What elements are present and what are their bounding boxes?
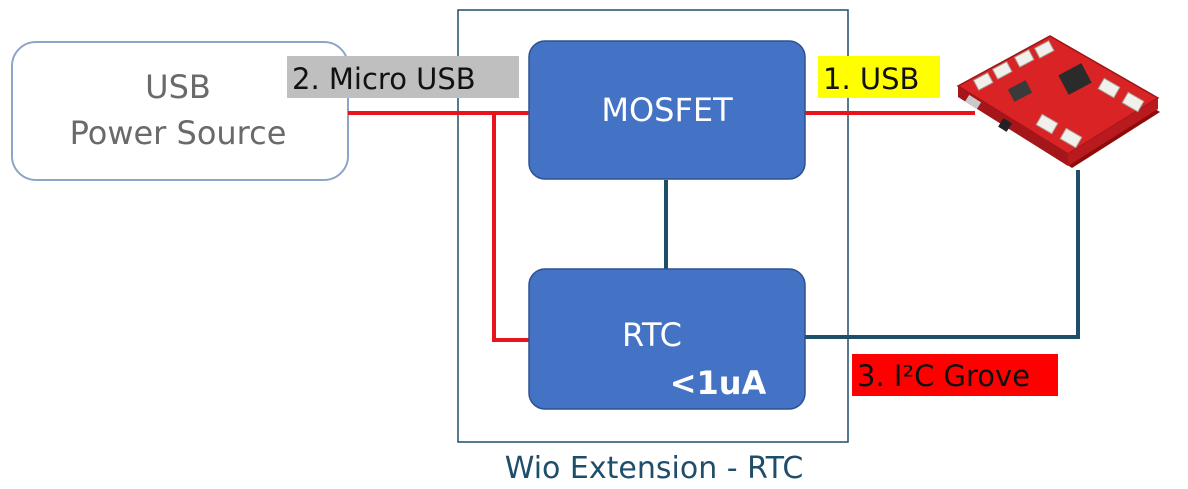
board-edge-right bbox=[1068, 98, 1158, 166]
i2c-highlight bbox=[852, 354, 1058, 396]
wio-lte-board-icon bbox=[956, 35, 1160, 168]
signal-wires bbox=[664, 170, 1080, 339]
power-source-line2: Power Source bbox=[70, 114, 287, 152]
board-usb-port bbox=[964, 94, 982, 110]
power-wire-branch bbox=[492, 113, 530, 342]
usb-highlight bbox=[818, 56, 940, 98]
mosfet-label: MOSFET bbox=[601, 91, 733, 129]
rtc-block bbox=[528, 268, 806, 410]
rtc-current-label: <1uA bbox=[670, 364, 767, 402]
extension-title: Wio Extension - RTC bbox=[505, 451, 804, 486]
grove-connectors bbox=[972, 40, 1145, 149]
board-edge bbox=[958, 86, 1068, 166]
usb-label: 1. USB bbox=[823, 62, 919, 96]
power-wires bbox=[348, 111, 975, 342]
rtc-label: RTC bbox=[622, 316, 682, 354]
micro-usb-highlight bbox=[287, 56, 519, 98]
board-jack bbox=[998, 118, 1012, 132]
i2c-label: 3. I²C Grove bbox=[857, 359, 1030, 393]
signal-wire-i2c bbox=[805, 170, 1080, 339]
extension-outline bbox=[457, 9, 849, 443]
board-module bbox=[1007, 80, 1033, 102]
mosfet-block bbox=[528, 40, 806, 180]
board-chip bbox=[1058, 63, 1092, 95]
micro-usb-label: 2. Micro USB bbox=[292, 62, 476, 96]
power-source-line1: USB bbox=[145, 68, 211, 106]
